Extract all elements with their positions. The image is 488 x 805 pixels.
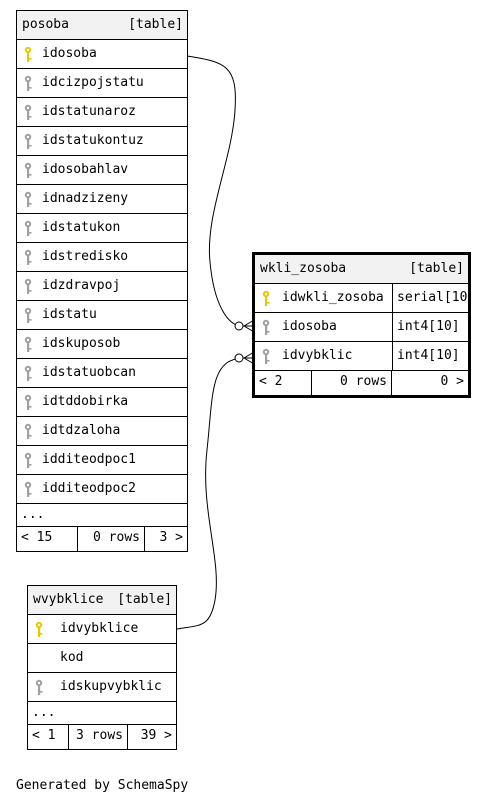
children-link[interactable]: 0 > (440, 374, 464, 389)
foreign-key-icon (23, 191, 35, 208)
more-columns: ... (17, 504, 187, 527)
column-name: idditeodpoc1 (42, 452, 136, 467)
table-type: [table] (128, 17, 183, 32)
column-row[interactable]: idwkli_zosoba serial[10] (255, 284, 468, 313)
foreign-key-icon (23, 75, 35, 92)
primary-key-icon (23, 46, 35, 63)
foreign-key-icon (34, 679, 46, 696)
foreign-key-icon (23, 365, 35, 382)
parents-link[interactable]: < 1 (32, 728, 56, 743)
column-row[interactable]: idstredisko (17, 243, 187, 272)
table-header[interactable]: wkli_zosoba [table] (255, 255, 468, 284)
table-name: wkli_zosoba (260, 261, 347, 276)
column-name: idstatukontuz (42, 133, 144, 148)
column-row[interactable]: idosoba int4[10] (255, 313, 468, 342)
column-name: idditeodpoc2 (42, 481, 136, 496)
foreign-key-icon (23, 220, 35, 237)
parents-link[interactable]: < 15 (21, 530, 53, 545)
foreign-key-icon (23, 133, 35, 150)
column-name: idwkli_zosoba (282, 290, 384, 305)
foreign-key-icon (23, 278, 35, 295)
column-name: idnadzizeny (42, 191, 129, 206)
column-name: idtdzaloha (42, 423, 121, 438)
column-row[interactable]: kod (28, 644, 176, 673)
column-type: int4[10] (392, 313, 460, 341)
foreign-key-icon (23, 307, 35, 324)
foreign-key-icon (23, 336, 35, 353)
table-footer: < 15 0 rows 3 > (17, 527, 187, 551)
column-name: idskupvybklic (60, 679, 162, 694)
column-row[interactable]: idstatuobcan (17, 359, 187, 388)
column-row[interactable]: idditeodpoc2 (17, 475, 187, 504)
column-row[interactable]: idstatu (17, 301, 187, 330)
foreign-key-icon (23, 481, 35, 498)
column-type: int4[10] (392, 342, 460, 370)
table-posoba[interactable]: posoba [table] idosoba idcizpojstatu idsta… (16, 10, 188, 552)
column-row[interactable]: idcizpojstatu (17, 69, 187, 98)
column-name: idvybklice (60, 621, 139, 636)
column-name: idosobahlav (42, 162, 129, 177)
primary-key-icon (34, 621, 46, 638)
foreign-key-icon (23, 394, 35, 411)
column-row[interactable]: idstatukontuz (17, 127, 187, 156)
foreign-key-icon (23, 452, 35, 469)
table-name: posoba (22, 17, 69, 32)
column-name: kod (60, 650, 84, 665)
column-name: idosoba (282, 319, 337, 334)
column-name: idzdravpoj (42, 278, 121, 293)
column-row[interactable]: idosobahlav (17, 156, 187, 185)
column-name: idstatukon (42, 220, 121, 235)
children-link[interactable]: 3 > (159, 530, 183, 545)
column-name: idstatuobcan (42, 365, 136, 380)
column-name: idvybklic (282, 348, 353, 363)
column-row[interactable]: idskupvybklic (28, 673, 176, 702)
foreign-key-icon (23, 104, 35, 121)
table-wkli-zosoba[interactable]: wkli_zosoba [table] idwkli_zosoba serial[… (252, 252, 471, 398)
table-wvybklice[interactable]: wvybklice [table] idvybklice kod idskupvyb… (27, 585, 177, 750)
relation-posoba-to-wkli-zosoba (186, 55, 243, 327)
relation-optional-marker-2 (234, 353, 244, 363)
table-type: [table] (117, 592, 172, 607)
row-count: 3 rows (68, 725, 128, 749)
children-link[interactable]: 39 > (140, 728, 172, 743)
column-row[interactable]: idtddobirka (17, 388, 187, 417)
foreign-key-icon (261, 348, 273, 365)
column-name: idcizpojstatu (42, 75, 144, 90)
foreign-key-icon (23, 162, 35, 179)
column-name: idtddobirka (42, 394, 129, 409)
table-header[interactable]: wvybklice [table] (28, 586, 176, 615)
column-row[interactable]: idstatukon (17, 214, 187, 243)
column-row[interactable]: idnadzizeny (17, 185, 187, 214)
column-name: idosoba (42, 46, 97, 61)
column-row[interactable]: idditeodpoc1 (17, 446, 187, 475)
row-count: 0 rows (311, 371, 392, 395)
column-row[interactable]: idzdravpoj (17, 272, 187, 301)
column-name: idstatu (42, 307, 97, 322)
more-columns: ... (28, 702, 176, 725)
table-footer: < 1 3 rows 39 > (28, 725, 176, 749)
column-row[interactable]: idvybklic int4[10] (255, 342, 468, 371)
column-row[interactable]: idtdzaloha (17, 417, 187, 446)
table-name: wvybklice (33, 592, 104, 607)
table-type: [table] (409, 261, 464, 276)
table-header[interactable]: posoba [table] (17, 11, 187, 40)
column-type: serial[10] (392, 284, 468, 312)
column-row[interactable]: idvybklice (28, 615, 176, 644)
parents-link[interactable]: < 2 (259, 374, 283, 389)
table-footer: < 2 0 rows 0 > (255, 371, 468, 395)
column-name: idstatunaroz (42, 104, 136, 119)
column-name: idstredisko (42, 249, 129, 264)
column-row[interactable]: idstatunaroz (17, 98, 187, 127)
column-row[interactable]: idskuposob (17, 330, 187, 359)
relation-optional-marker-1 (234, 321, 244, 331)
primary-key-icon (261, 290, 273, 307)
generated-by-label: Generated by SchemaSpy (16, 778, 189, 793)
row-count: 0 rows (77, 527, 145, 551)
foreign-key-icon (23, 423, 35, 440)
foreign-key-icon (261, 319, 273, 336)
column-row[interactable]: idosoba (17, 40, 187, 69)
relation-wvybklice-to-wkli-zosoba (176, 357, 243, 630)
foreign-key-icon (23, 249, 35, 266)
column-name: idskuposob (42, 336, 121, 351)
